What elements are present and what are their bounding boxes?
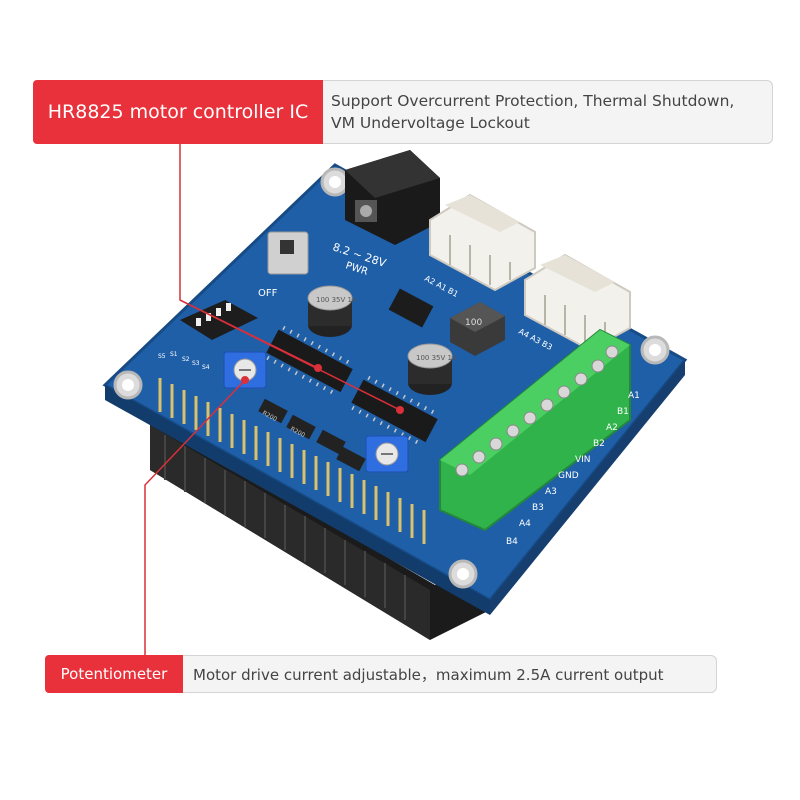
mounting-holes (113, 167, 670, 589)
terminal-pin-labels: A1 B1 A2 B2 VIN GND A3 B3 A4 B4 (506, 391, 640, 547)
sense-resistors (258, 398, 366, 472)
pcb (102, 163, 688, 615)
power-switch[interactable] (267, 231, 309, 275)
terminal-label-a1: A1 (628, 391, 640, 401)
motor-connector-1 (429, 193, 536, 292)
terminal-label-vin: VIN (575, 455, 591, 465)
dip-label-s5: S5 (158, 353, 166, 360)
off-label: OFF (258, 288, 278, 299)
potentiometer-1[interactable] (223, 351, 267, 389)
terminal-label-a3: A3 (545, 487, 557, 497)
capacitor-2-label: 100 35V 1A (416, 354, 457, 362)
callout-leader-dots (241, 364, 404, 414)
dc-power-jack (345, 150, 440, 245)
inductor (450, 302, 505, 356)
callout-leader-lines (144, 144, 401, 655)
potentiometer-callout: Potentiometer Motor drive current adjust… (45, 655, 717, 693)
terminal-label-gnd: GND (558, 471, 579, 481)
potentiometer-callout-description: Motor drive current adjustable，maximum 2… (183, 655, 717, 693)
gpio-header (150, 420, 490, 640)
terminal-label-b4: B4 (506, 537, 518, 547)
capacitor-1-label: 100 35V 1A (316, 296, 357, 304)
dip-label-s3: S3 (192, 360, 200, 367)
potentiometer-callout-tag: Potentiometer (45, 655, 183, 693)
hr8825-callout: HR8825 motor controller IC Support Overc… (33, 80, 773, 144)
hr8825-description-line-2: VM Undervoltage Lockout (331, 114, 530, 132)
terminal-label-a2: A2 (606, 423, 618, 433)
hr8825-chip-2 (351, 375, 438, 444)
potentiometer-2[interactable] (365, 435, 409, 473)
hr8825-callout-description: Support Overcurrent Protection, Thermal … (323, 80, 773, 144)
gpio-pins (158, 378, 426, 544)
hr8825-chip-1 (266, 325, 353, 394)
terminal-label-b3: B3 (532, 503, 544, 513)
capacitor-1 (307, 285, 353, 337)
terminal-label-a4: A4 (519, 519, 531, 529)
terminal-label-b1: B1 (617, 407, 629, 417)
hr8825-description-line-1: Support Overcurrent Protection, Thermal … (331, 92, 735, 110)
dip-label-s4: S4 (202, 364, 210, 371)
dip-label-s2: S2 (182, 356, 190, 363)
inductor-label: 100 (465, 318, 482, 328)
capacitor-2 (407, 343, 453, 395)
terminal-label-b2: B2 (593, 439, 605, 449)
dip-label-s1: S1 (170, 351, 178, 358)
screw-terminal-block (439, 328, 631, 532)
hr8825-callout-tag: HR8825 motor controller IC (33, 80, 323, 144)
motor-connector-2 (524, 253, 631, 352)
regulator-chip (388, 288, 434, 328)
